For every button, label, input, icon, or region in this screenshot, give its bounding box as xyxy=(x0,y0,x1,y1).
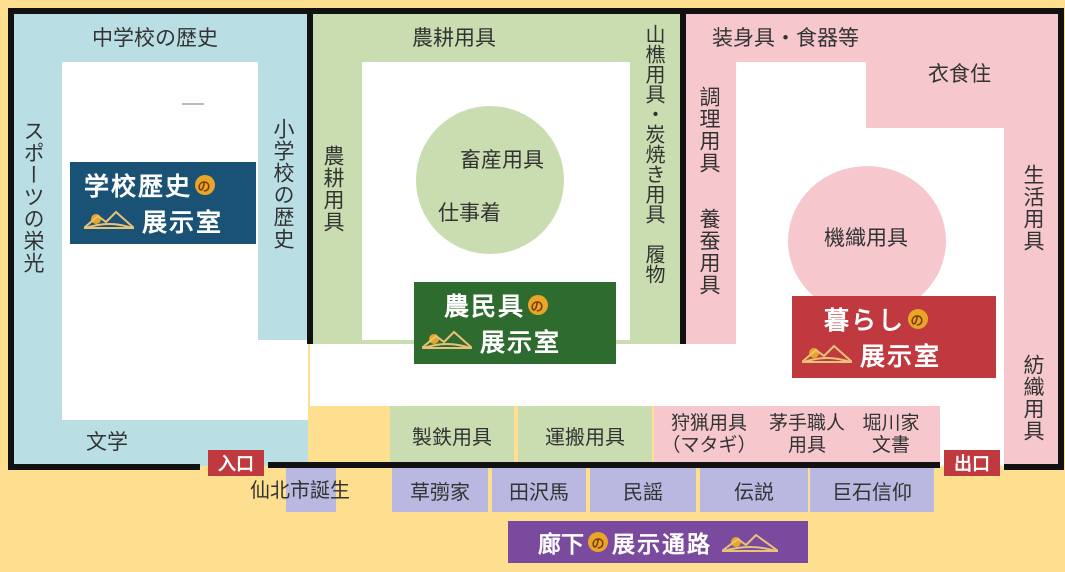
transport-tools-label: 運搬用具 xyxy=(545,424,625,449)
corridor-box-1: 草彅家 xyxy=(392,468,488,512)
spinning-tools-label: 紡織用具 xyxy=(1021,354,1045,442)
weaving-circle xyxy=(788,166,946,316)
corridor-box-2: 田沢馬 xyxy=(492,468,586,512)
exit-label: 出口 xyxy=(954,454,990,475)
mountain-icon xyxy=(722,531,778,553)
school-right-label: 小学校の歴史 xyxy=(271,118,295,250)
no-badge: の xyxy=(588,532,608,552)
school-top-label: 中学校の歴史 xyxy=(92,26,218,50)
corridor-box-5: 巨石信仰 xyxy=(810,468,934,512)
horikawa-label: 堀川家 xyxy=(862,412,920,435)
dash-mark xyxy=(182,103,204,105)
life-sign-title: 暮らし xyxy=(824,306,906,335)
thatcher-tools-label: 用具 xyxy=(787,434,826,456)
wall-right xyxy=(1058,8,1064,470)
no-badge: の xyxy=(195,175,216,195)
corridor-item-0: 仙北市誕生 xyxy=(250,478,350,502)
wall-farm-life xyxy=(680,8,686,344)
no-badge: の xyxy=(908,309,929,329)
school-sign-subtitle: 展示室 xyxy=(142,208,224,237)
corridor-item-2: 田沢馬 xyxy=(509,479,569,504)
livestock-label: 畜産用具 xyxy=(460,148,544,172)
transport-tools-box: 運搬用具 xyxy=(518,406,652,464)
school-history-sign: 学校歴史の 展示室 xyxy=(70,162,256,244)
mountain-icon xyxy=(81,207,137,236)
corridor-item-5: 巨石信仰 xyxy=(832,479,912,504)
wall-school-farm xyxy=(307,8,313,344)
corridor-box-4: 伝説 xyxy=(700,468,808,512)
livestock-circle xyxy=(416,106,564,254)
corridor-item-3: 民謡 xyxy=(623,479,663,504)
farm-right-label: 山樵用具・炭焼き用具 履物 xyxy=(642,24,666,284)
corridor-strip-1 xyxy=(286,468,336,512)
life-top-right-label: 衣食住 xyxy=(928,62,991,86)
life-sign: 暮らしの 展示室 xyxy=(792,296,996,378)
wall-left xyxy=(8,8,14,470)
documents-label: 文書 xyxy=(871,434,910,456)
school-left-label: スポーツの栄光 xyxy=(21,120,45,274)
corridor-sign-prefix: 廊下 xyxy=(538,532,584,558)
thatcher-label: 茅手職人 xyxy=(768,412,845,435)
mountain-icon xyxy=(419,327,475,356)
corridor-box-3: 民謡 xyxy=(590,468,696,512)
horikawa-docs-box: 堀川家 文書 xyxy=(850,406,932,464)
school-bottom-label: 文学 xyxy=(86,430,128,454)
entrance-label: 入口 xyxy=(218,454,254,475)
farm-top-label: 農耕用具 xyxy=(412,26,496,50)
farm-sign-subtitle: 展示室 xyxy=(480,328,562,357)
weaving-label: 機織用具 xyxy=(824,226,908,250)
exit-sign: 出口 xyxy=(944,450,1000,476)
iron-tools-label: 製鉄用具 xyxy=(412,424,492,449)
farm-sign-title: 農民具 xyxy=(444,292,526,321)
entrance-sign: 入口 xyxy=(208,450,264,476)
mountain-icon xyxy=(799,341,855,370)
corridor-item-1: 草彅家 xyxy=(410,479,470,504)
school-sign-title: 学校歴史 xyxy=(84,172,193,201)
life-top-label: 装身具・食器等 xyxy=(712,26,859,50)
life-sign-subtitle: 展示室 xyxy=(860,342,942,371)
farm-left-label: 農耕用具 xyxy=(321,145,345,233)
corridor-item-4: 伝説 xyxy=(734,479,774,504)
hunting-tools-box: 狩猟用具 （マタギ） xyxy=(654,406,764,464)
corridor-sign-suffix: 展示通路 xyxy=(612,532,712,558)
workwear-label: 仕事着 xyxy=(438,201,501,225)
no-badge: の xyxy=(528,295,549,315)
corridor-sign: 廊下 の 展示通路 xyxy=(508,521,808,563)
school-room-floor-bottom xyxy=(200,340,308,420)
thatcher-tools-box: 茅手職人 用具 xyxy=(766,406,848,464)
hunting-tools-label: 狩猟用具 xyxy=(670,412,747,435)
iron-tools-box: 製鉄用具 xyxy=(390,406,514,464)
sericulture-tools-label: 養蚕用具 xyxy=(697,208,721,296)
living-tools-label: 生活用具 xyxy=(1021,164,1045,252)
school-room-right-strip xyxy=(258,62,308,340)
wall-bottom-right xyxy=(1004,464,1064,470)
wall-top xyxy=(8,8,1062,14)
cooking-tools-label: 調理用具 xyxy=(697,86,721,174)
wall-bottom-mid xyxy=(268,462,940,468)
farm-tools-sign: 農民具の 展示室 xyxy=(414,282,616,364)
matagi-label: （マタギ） xyxy=(661,434,757,456)
wall-bottom-left xyxy=(8,464,200,470)
